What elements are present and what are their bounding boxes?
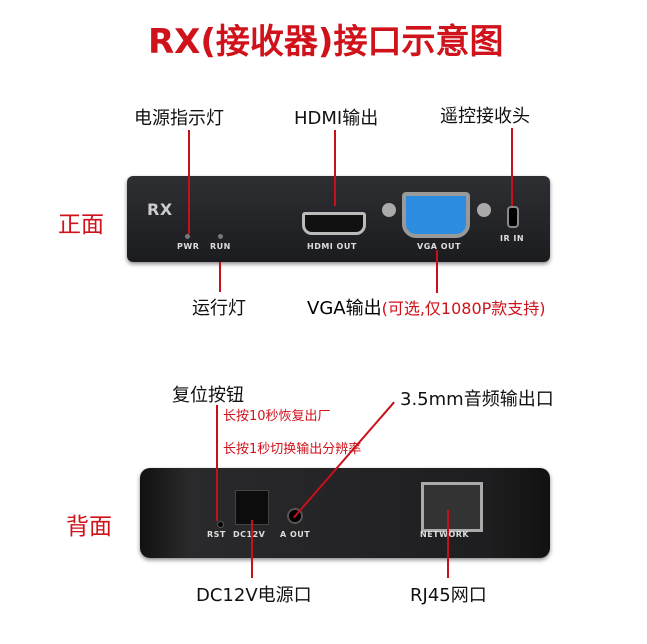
callout-dc: DC12V电源口 [196,585,312,606]
front-label: 正面 [58,212,104,238]
rst-text: RST [207,530,226,539]
rj45-port [421,482,483,532]
callout-vga: VGA输出(可选,仅1080P款支持) [307,294,546,320]
dc-text: DC12V [233,530,266,539]
aout-text: A OUT [280,530,311,539]
hdmi-port [302,212,366,235]
back-panel: RST DC12V A OUT NETWORK [140,468,550,558]
run-led [218,234,223,239]
callout-run-led: 运行灯 [192,298,246,319]
vga-screw-right [477,203,491,217]
callout-ir: 遥控接收头 [440,106,530,127]
run-text: RUN [210,242,231,251]
reset-note-2: 长按1秒切换输出分辨率 [223,442,362,457]
ir-receiver [507,206,519,228]
reset-hole [217,521,224,528]
pwr-text: PWR [177,242,200,251]
vga-note: (可选,仅1080P款支持) [381,299,546,318]
vga-text: VGA OUT [417,242,461,251]
callout-audio: 3.5mm音频输出口 [400,389,554,410]
rx-label: RX [147,200,173,219]
vga-screw-left [382,203,396,217]
hdmi-text: HDMI OUT [307,242,357,251]
callout-hdmi: HDMI输出 [294,108,379,129]
back-label: 背面 [66,514,112,540]
vga-label: VGA输出 [307,298,382,319]
callout-power-led: 电源指示灯 [134,108,224,129]
pwr-led [185,234,190,239]
callout-reset: 复位按钮 [172,385,244,406]
callout-rj45: RJ45网口 [410,585,487,606]
vga-port [402,192,470,238]
front-panel: RX PWR RUN HDMI OUT VGA OUT IR IN [127,176,550,262]
network-text: NETWORK [420,530,470,539]
ir-text: IR IN [500,234,525,243]
page-title: RX(接收器)接口示意图 [148,22,504,62]
reset-note-1: 长按10秒恢复出厂 [223,409,331,424]
dc-jack [235,490,269,525]
